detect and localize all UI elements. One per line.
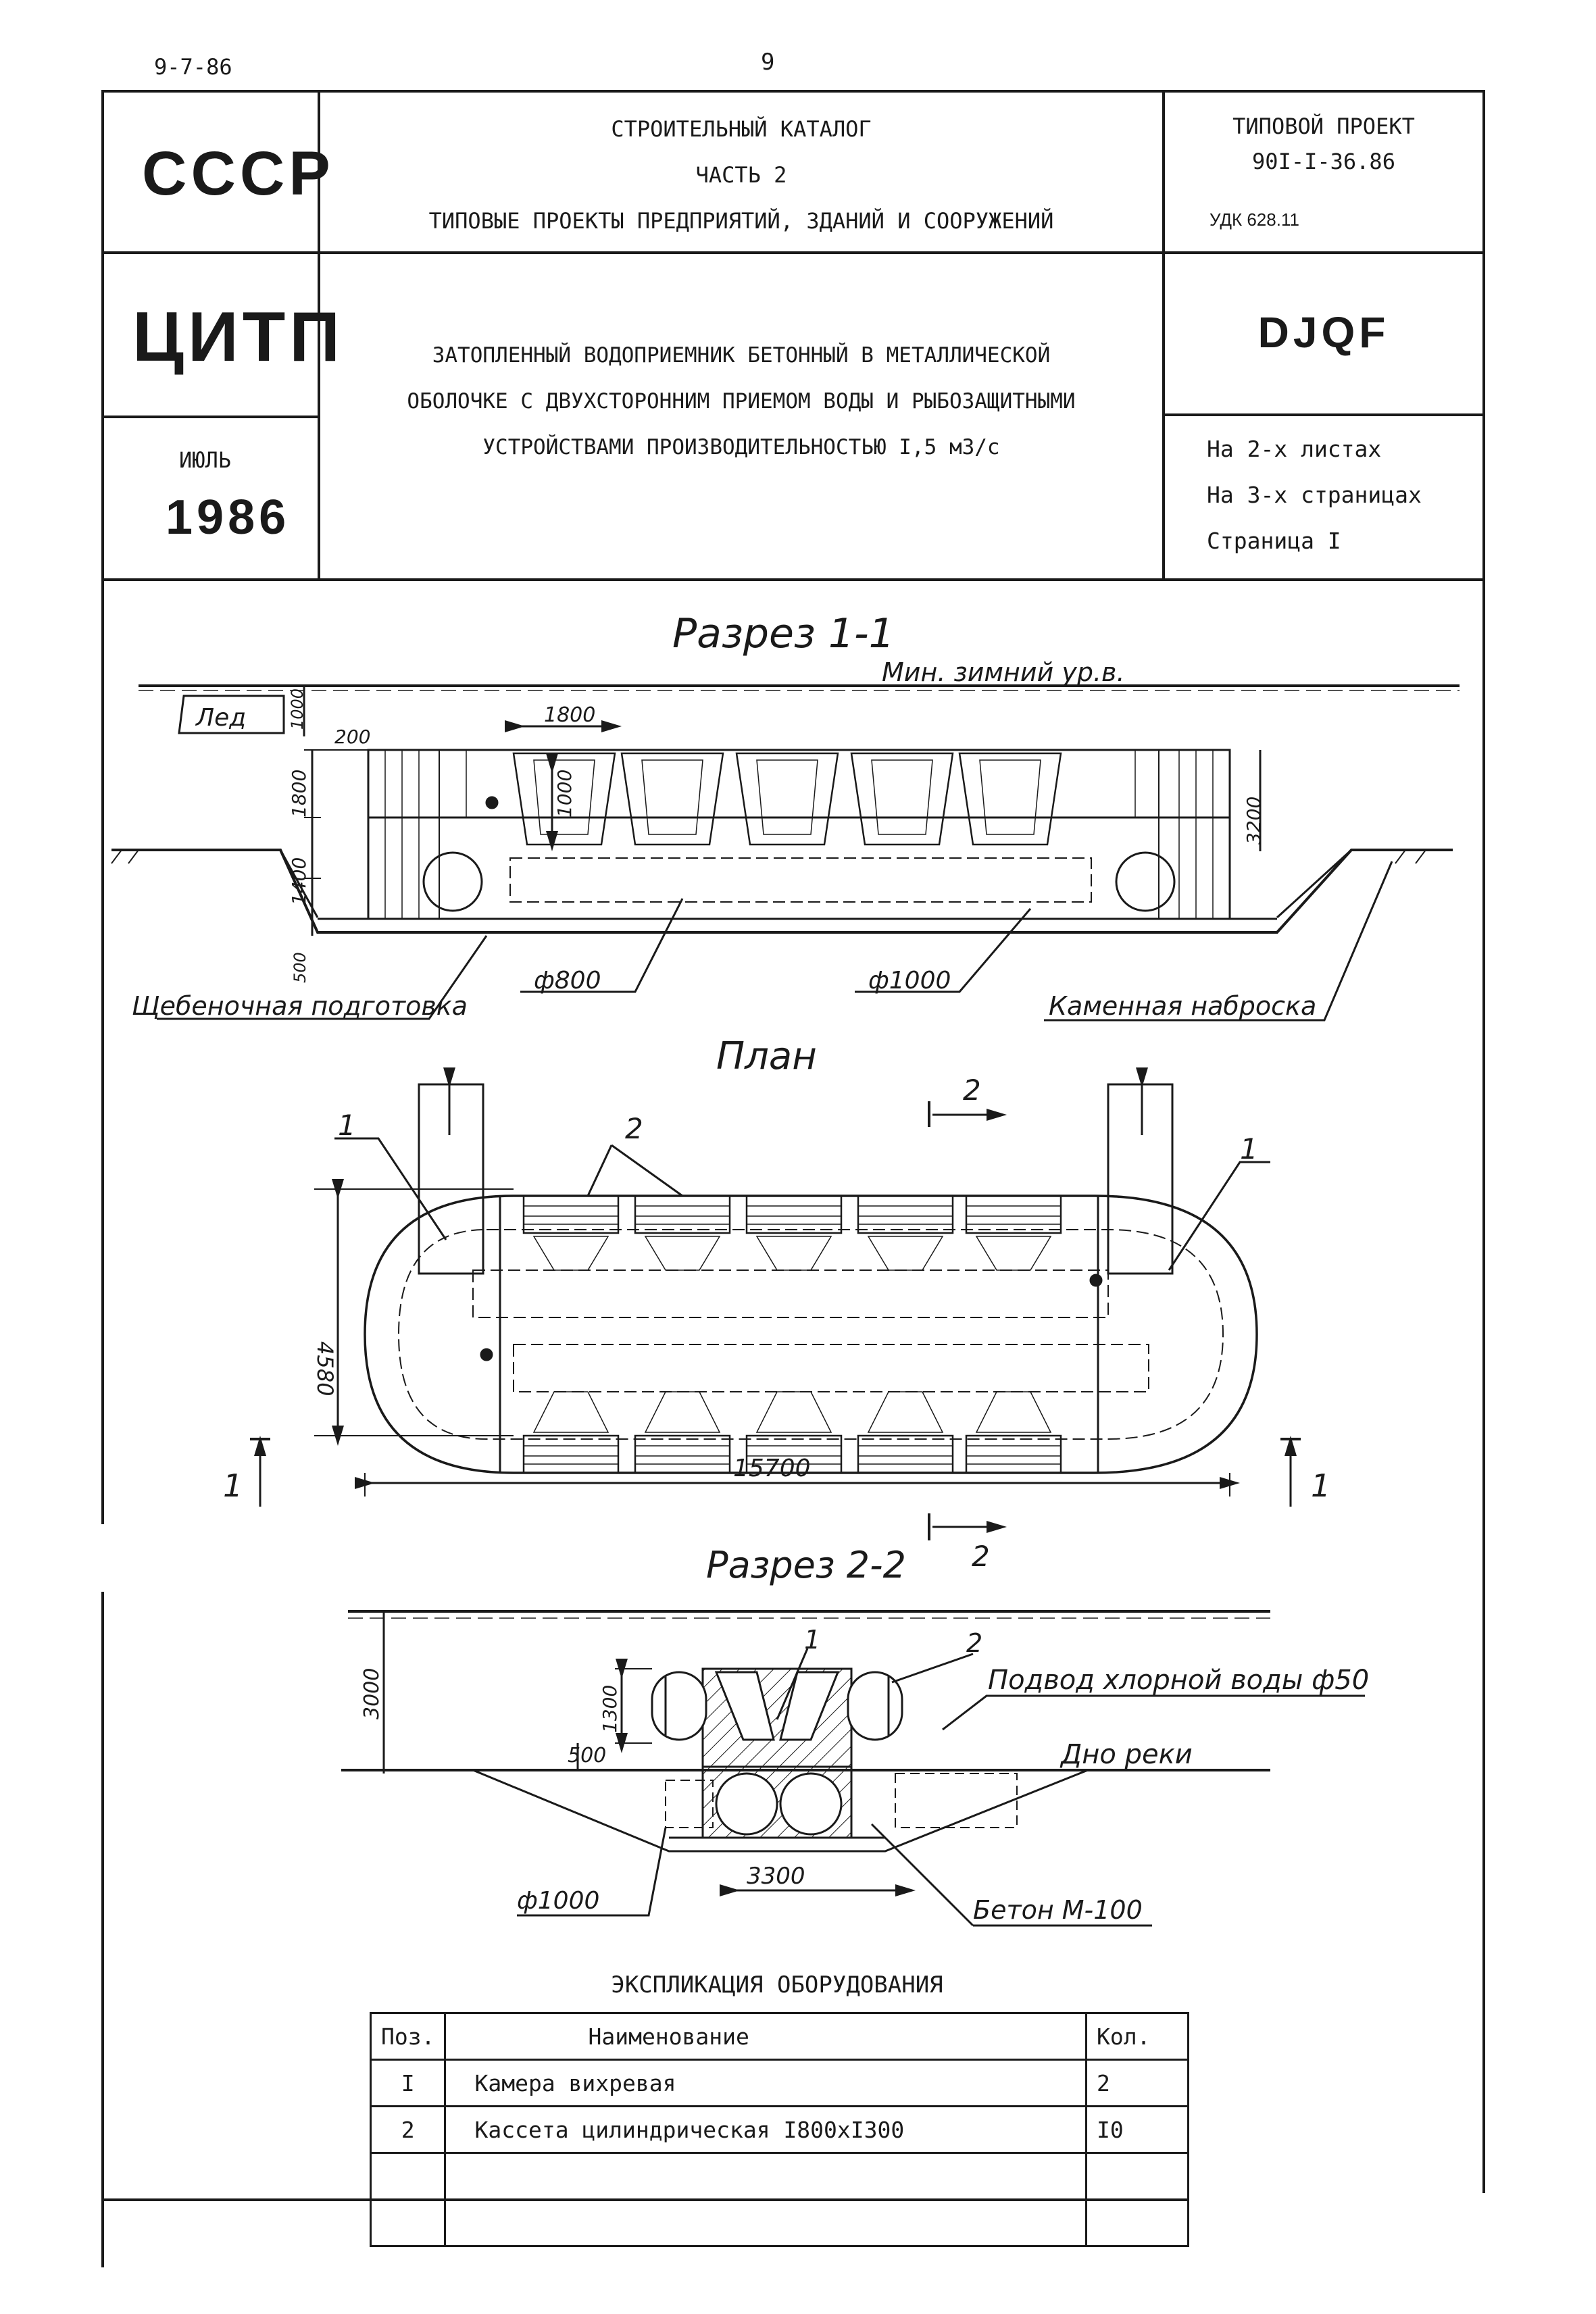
plan-label-1-right: 1 xyxy=(1240,1132,1258,1165)
month-label: ИЮЛЬ xyxy=(179,447,232,473)
dim-1800-left: 1800 xyxy=(288,770,310,818)
org-label: ЦИТП xyxy=(132,298,344,376)
dim-3000: 3000 xyxy=(360,1668,384,1719)
pipe-800-label: ф800 xyxy=(534,967,601,995)
country-label: СССР xyxy=(142,139,334,208)
ice-label: Лед xyxy=(195,704,246,732)
header-pos: Поз. xyxy=(369,2012,447,2061)
title-line-2: ОБОЛОЧКЕ С ДВУХСТОРОННИМ ПРИЕМОМ ВОДЫ И … xyxy=(407,389,1076,413)
project-number: 90I-I-36.86 xyxy=(1252,149,1395,174)
dim-500: 500 xyxy=(291,952,309,983)
table-row xyxy=(369,2198,1189,2247)
plan-title: План xyxy=(716,1034,817,1078)
table-header-row: Поз. Наименование Кол. xyxy=(369,2012,1189,2061)
section2-label-2: 2 xyxy=(966,1628,982,1658)
table-row: 2 Кассета цилиндрическая I800хI300 I0 xyxy=(369,2105,1189,2154)
section-mark-2-bottom: 2 xyxy=(972,1540,990,1573)
section-mark-1-left: 1 xyxy=(223,1467,243,1504)
table-row: I Камера вихревая 2 xyxy=(369,2059,1189,2107)
row-4-qty xyxy=(1085,2198,1189,2247)
riprap-label: Каменная наброска xyxy=(1049,991,1316,1021)
dim-1000-inner: 1000 xyxy=(553,770,576,818)
concrete-label: Бетон М-100 xyxy=(973,1895,1143,1925)
explication-table: Поз. Наименование Кол. I Камера вихревая… xyxy=(369,2012,1189,2247)
section-2-2 xyxy=(341,1610,1365,1927)
catalog-title: СТРОИТЕЛЬНЫЙ КАТАЛОГ xyxy=(611,116,872,142)
sheets-label: На 2-х листах xyxy=(1207,436,1382,462)
dim-500-s2: 500 xyxy=(568,1744,606,1767)
section-2-title: Разрез 2-2 xyxy=(706,1544,906,1586)
page-number: 9 xyxy=(761,49,775,76)
plan-view xyxy=(250,1067,1301,1540)
frame-right xyxy=(1482,578,1485,2193)
header-name: Наименование xyxy=(444,2012,1087,2061)
row-1-qty: 2 xyxy=(1085,2059,1189,2107)
pipe-1000-label: ф1000 xyxy=(868,967,951,995)
udk-label: УДК 628.11 xyxy=(1210,209,1299,230)
header-qty: Кол. xyxy=(1085,2012,1189,2061)
catalog-part: ЧАСТЬ 2 xyxy=(695,162,787,188)
date-code: 9-7-86 xyxy=(154,54,232,80)
pages-label: На 3-х страницах xyxy=(1207,482,1422,508)
dim-1800-top: 1800 xyxy=(544,703,595,727)
title-line-3: УСТРОЙСТВАМИ ПРОИЗВОДИТЕЛЬНОСТЬЮ I,5 м3/… xyxy=(482,435,1000,459)
project-label: ТИПОВОЙ ПРОЕКТ xyxy=(1232,114,1415,139)
row-4-pos xyxy=(369,2198,447,2247)
dim-3200: 3200 xyxy=(1243,797,1265,845)
row-3-qty xyxy=(1085,2152,1189,2200)
dim-4580: 4580 xyxy=(312,1341,338,1396)
explication-title: ЭКСПЛИКАЦИЯ ОБОРУДОВАНИЯ xyxy=(611,1971,943,1998)
catalog-subtitle: ТИПОВЫЕ ПРОЕКТЫ ПРЕДПРИЯТИЙ, ЗДАНИЙ И СО… xyxy=(428,208,1054,234)
row-2-qty: I0 xyxy=(1085,2105,1189,2154)
row-1-pos: I xyxy=(369,2059,447,2107)
pipe-1000-s2-label: ф1000 xyxy=(517,1887,599,1915)
title-line-1: ЗАТОПЛЕННЫЙ ВОДОПРИЕМНИК БЕТОННЫЙ В МЕТА… xyxy=(432,343,1051,368)
riverbed-label: Дно реки xyxy=(1059,1739,1193,1770)
plan-label-2: 2 xyxy=(625,1112,643,1145)
row-2-name: Кассета цилиндрическая I800хI300 xyxy=(444,2105,1087,2154)
section-mark-1-right: 1 xyxy=(1311,1467,1330,1504)
section-mark-2-top: 2 xyxy=(963,1074,981,1107)
table-row xyxy=(369,2152,1189,2200)
dim-1400: 1400 xyxy=(288,857,310,905)
frame-left-lower xyxy=(101,1592,104,2267)
row-2-pos: 2 xyxy=(369,2105,447,2154)
section2-label-1: 1 xyxy=(804,1625,820,1655)
row-3-pos xyxy=(369,2152,447,2200)
page-label: Страница I xyxy=(1207,528,1341,554)
plan-label-1-left: 1 xyxy=(338,1109,356,1142)
min-level-label: Мин. зимний ур.в. xyxy=(882,657,1125,687)
row-3-name xyxy=(444,2152,1087,2200)
dim-3300: 3300 xyxy=(747,1863,805,1890)
row-4-name xyxy=(444,2198,1087,2247)
dim-200: 200 xyxy=(334,726,370,748)
doc-code: DJQF xyxy=(1257,308,1390,357)
section-1-title: Разрез 1-1 xyxy=(672,610,895,657)
gravel-label: Щебеночная подготовка xyxy=(132,991,468,1021)
dim-1000-top: 1000 xyxy=(288,688,307,730)
year-label: 1986 xyxy=(166,491,291,545)
chlorine-label: Подвод хлорной воды ф50 xyxy=(988,1665,1369,1696)
row-1-name: Камера вихревая xyxy=(444,2059,1087,2107)
dim-15700: 15700 xyxy=(733,1455,811,1482)
frame-left-upper xyxy=(101,578,104,1524)
section-1-1 xyxy=(111,684,1460,1022)
dim-1300: 1300 xyxy=(599,1685,621,1733)
